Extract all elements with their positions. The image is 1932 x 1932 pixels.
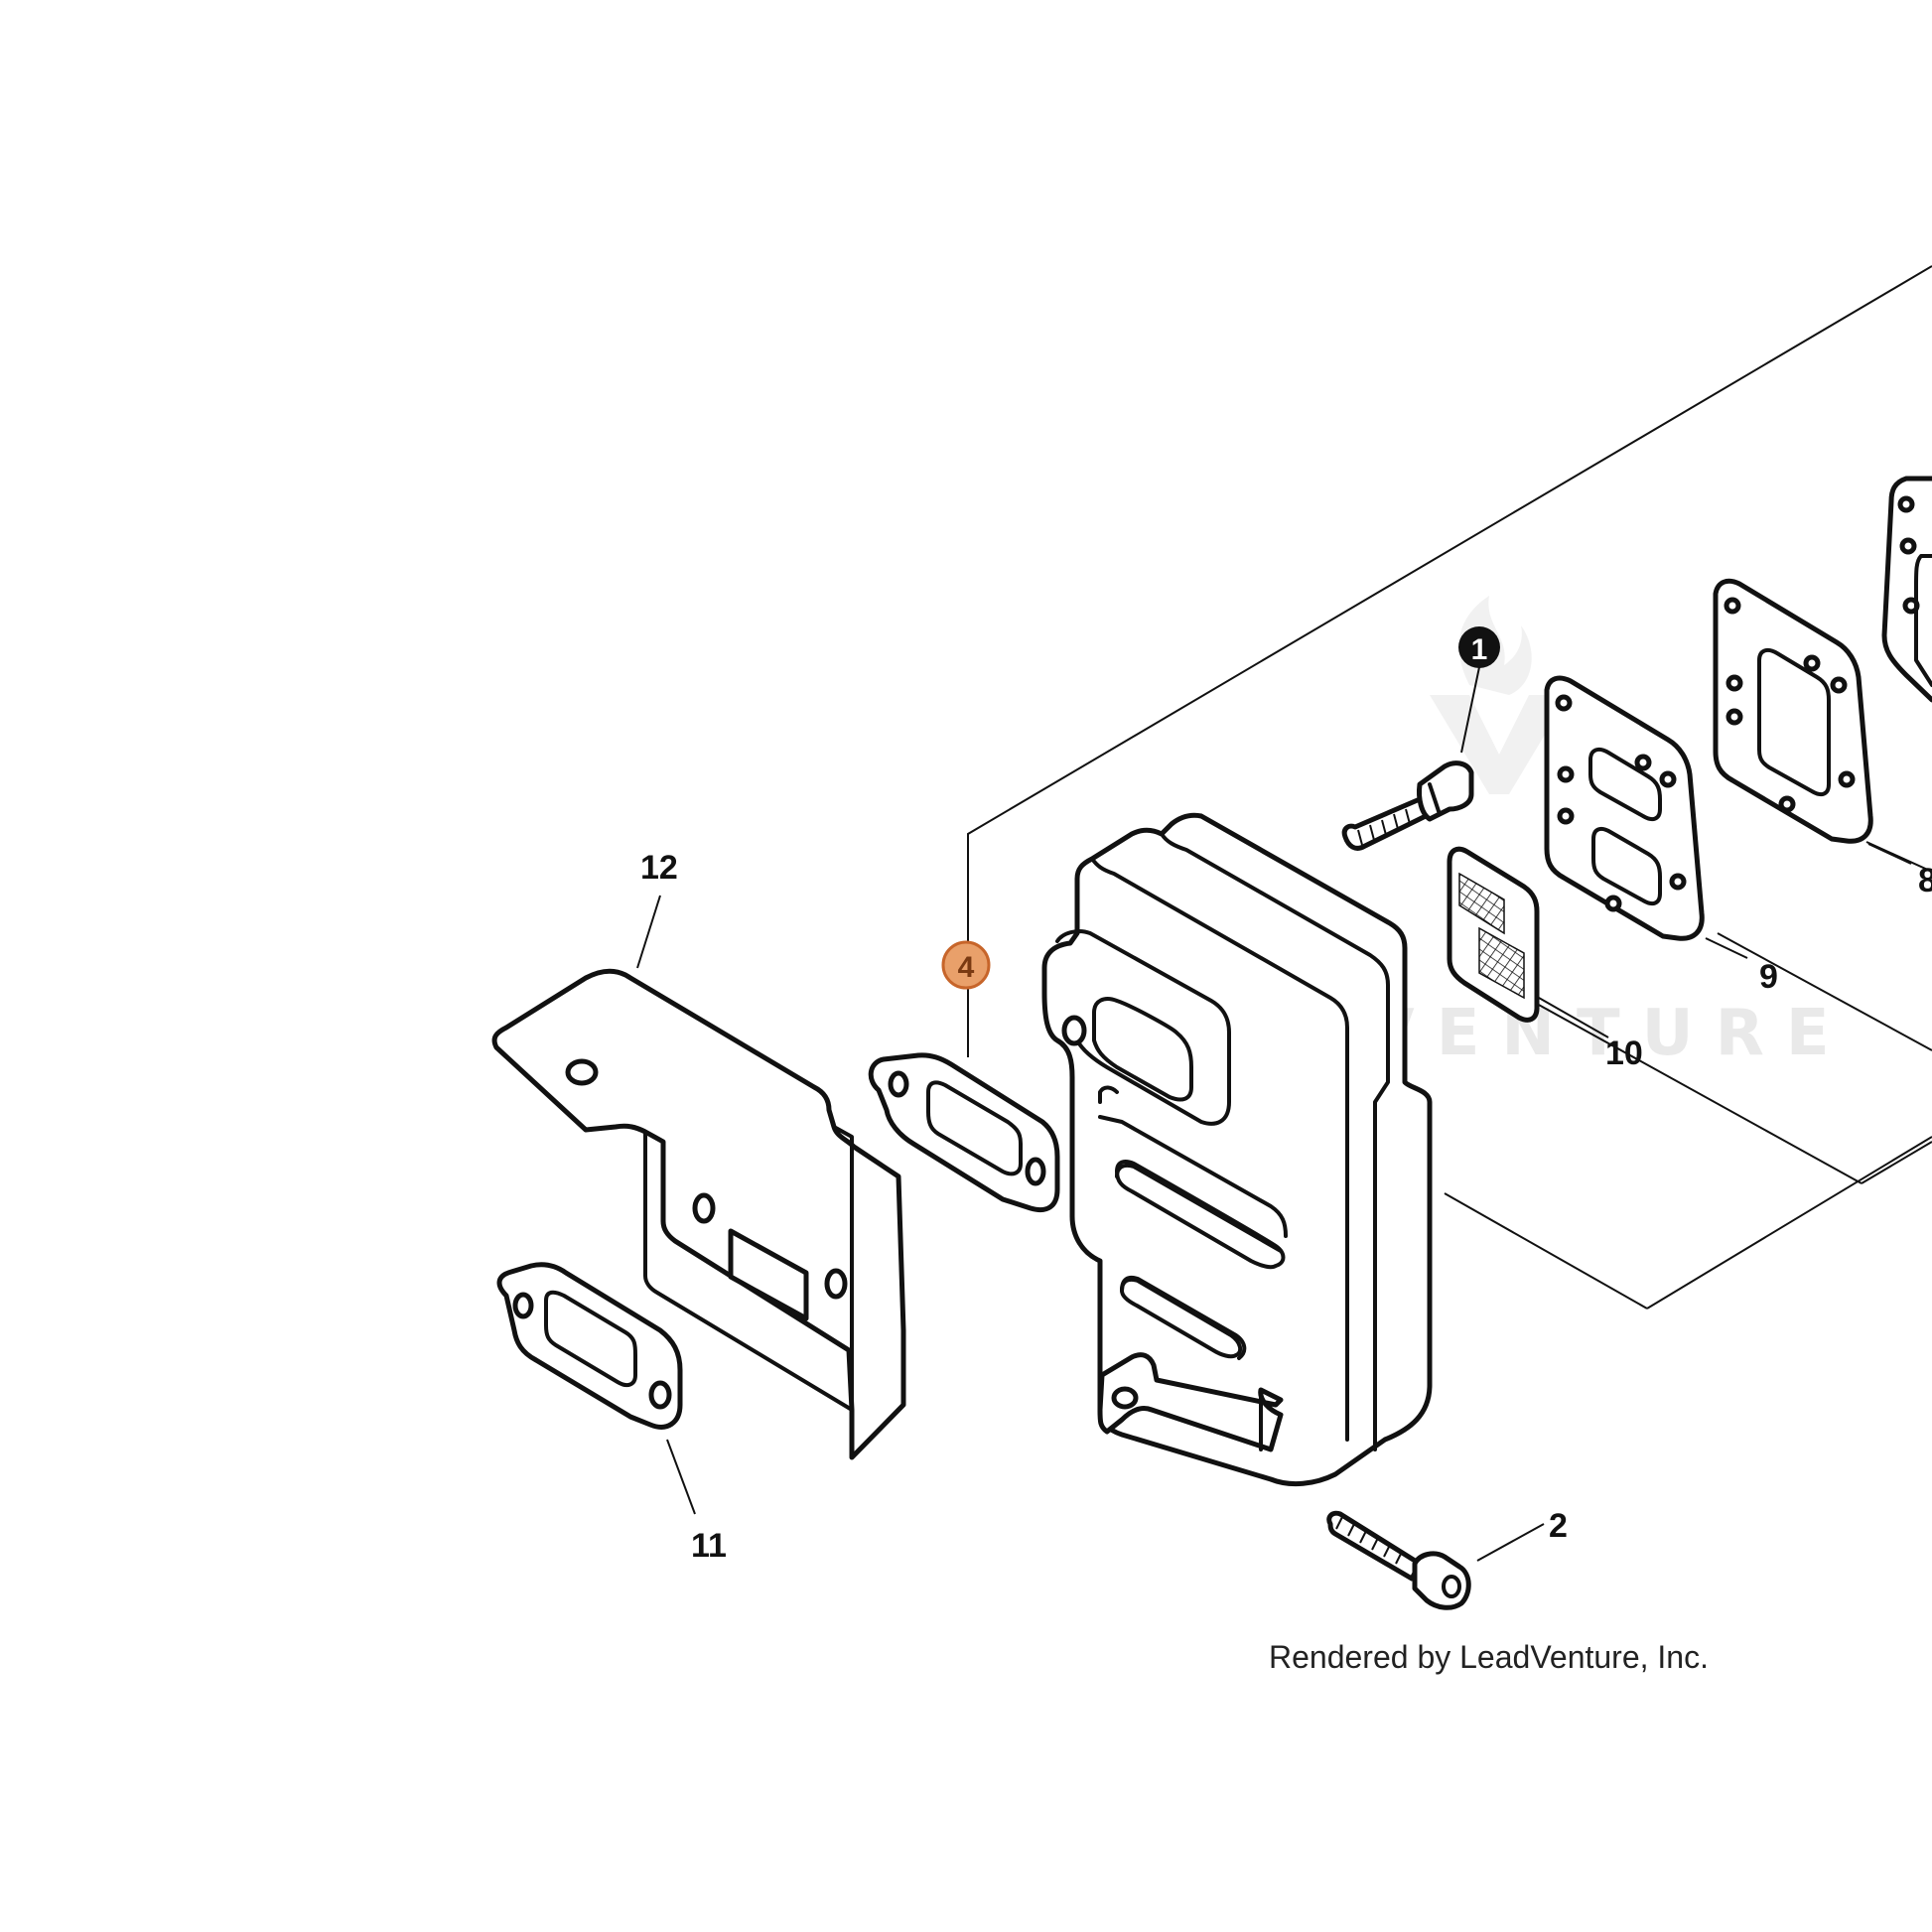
gasket-part-11: [496, 1262, 683, 1430]
callout-10-label: 10: [1605, 1035, 1643, 1072]
gasket-plate-part-8: [1713, 578, 1873, 844]
heat-shield-bracket: [491, 968, 906, 1460]
callout-11-label: 11: [691, 1527, 727, 1565]
callout-1-label: 1: [1471, 633, 1488, 666]
spark-arrestor-screen-part-10: [1447, 846, 1540, 1023]
callout-9-label: 9: [1759, 958, 1778, 996]
callout-labels: 1 2 4 8 9 10 11 12: [640, 633, 1932, 1565]
callout-4-label: 4: [958, 951, 975, 984]
callout-4-highlight: [941, 940, 991, 990]
screw-part-2: [1326, 1510, 1471, 1610]
gasket-part-4: [868, 1052, 1060, 1213]
callout-8-label: 8: [1918, 862, 1932, 899]
callout-12-label: 12: [640, 849, 678, 887]
gasket-plate-part-9: [1544, 675, 1705, 941]
muffler-body: [1041, 812, 1433, 1486]
render-credit: Rendered by LeadVenture, Inc.: [1269, 1639, 1709, 1675]
callout-2-label: 2: [1549, 1507, 1568, 1545]
screw-part-1: [1341, 626, 1500, 851]
callout-1-badge: [1458, 626, 1500, 668]
partial-part-right-edge: [1881, 476, 1932, 703]
